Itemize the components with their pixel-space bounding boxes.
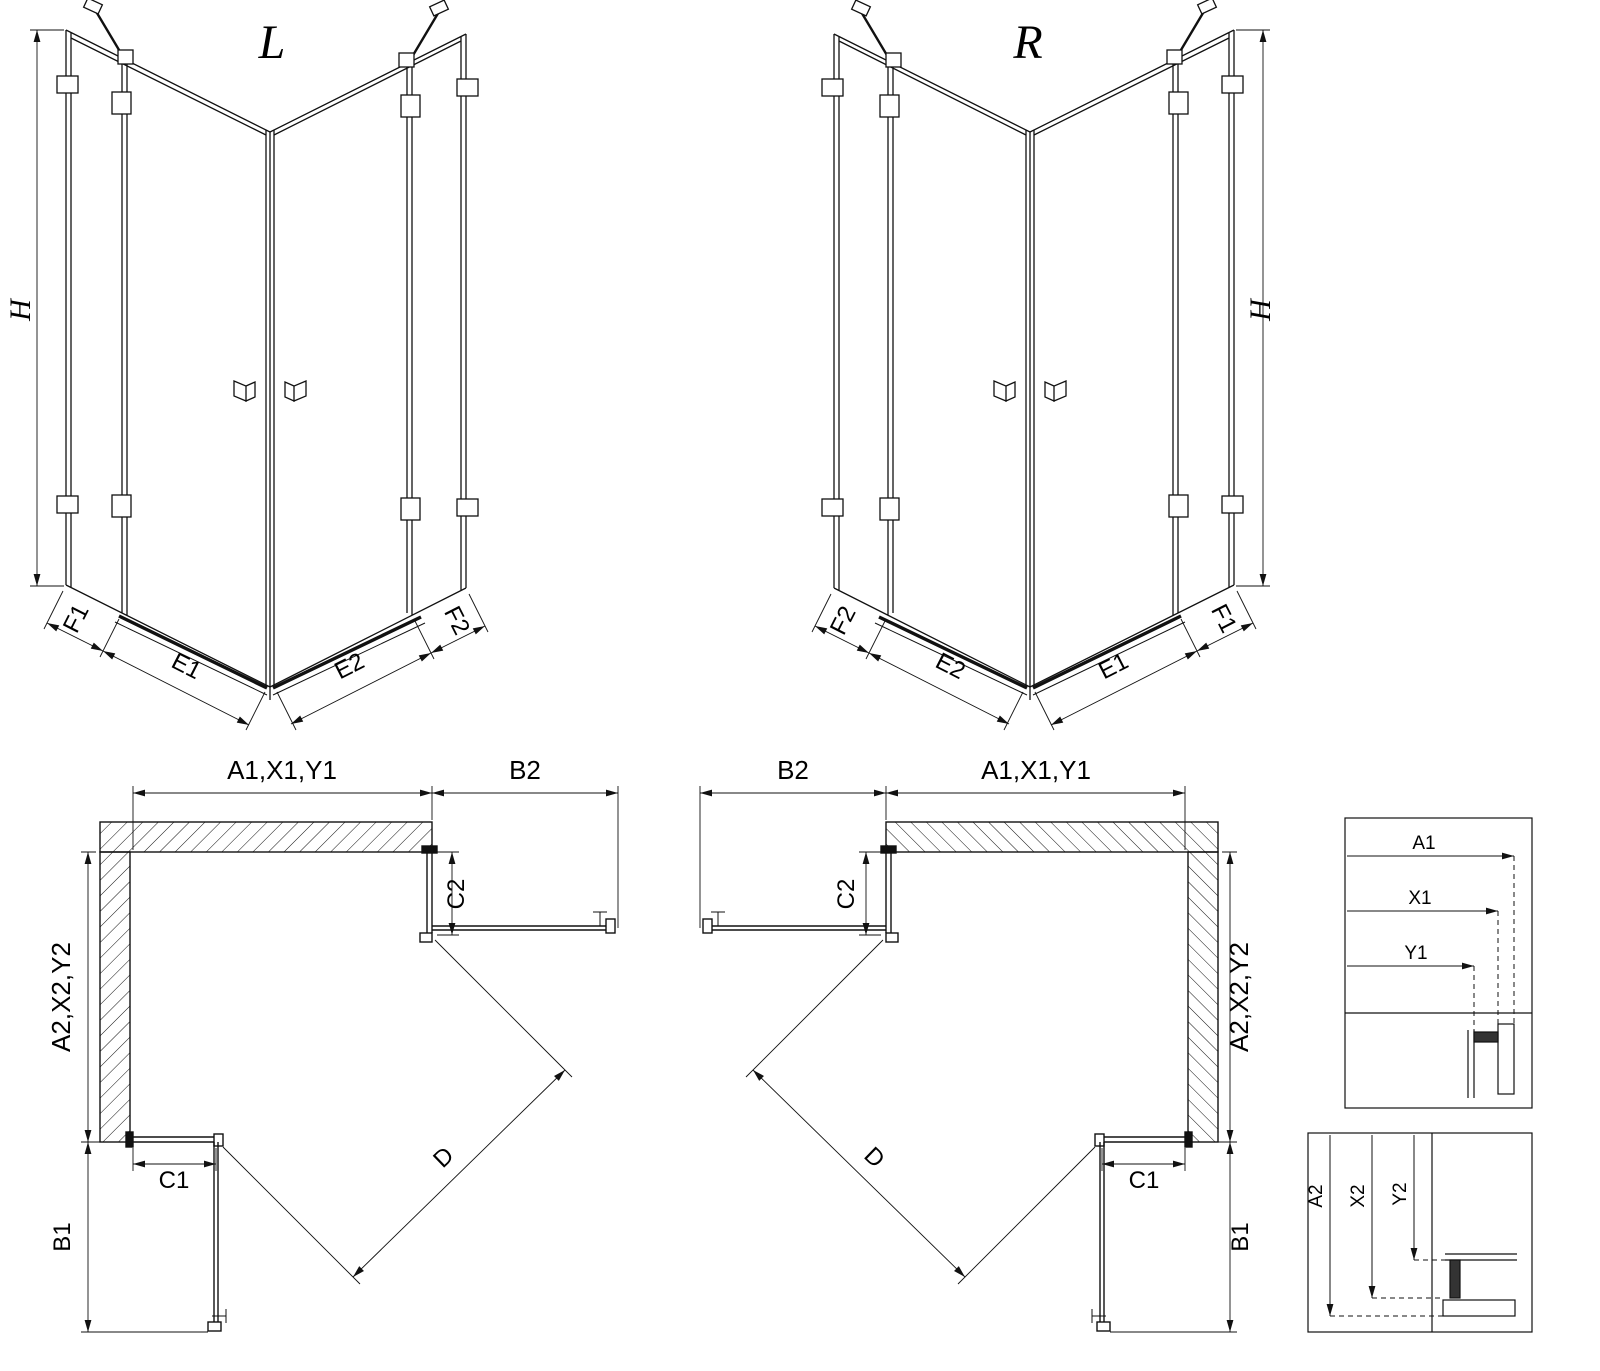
dim-label-a2x2y2-left: A2,X2,Y2 [46,942,76,1052]
detail-label-a1: A1 [1412,833,1435,854]
detail-label-a2: A2 [1306,1184,1327,1207]
dim-label-c2-right: C2 [833,879,860,910]
dim-label-b1-left: B1 [49,1222,76,1251]
wall-profile-section [1442,1299,1516,1317]
detail-label-x1: X1 [1408,888,1431,909]
dim-label-c1-right: C1 [1129,1167,1160,1194]
dim-label-a2x2y2-right: A2,X2,Y2 [1224,942,1254,1052]
dim-label-b1-right: B1 [1227,1222,1254,1251]
dim-label-c2-left: C2 [443,879,470,910]
dimension-detail-boxes [1307,817,1533,1333]
dim-label-a1x1y1-left: A1,X1,Y1 [227,755,337,785]
wall-profile-section [1497,1023,1515,1095]
variant-label-left: L [258,16,286,69]
dim-label-b2-left: B2 [509,755,541,785]
detail-box-bottom [1307,1132,1533,1333]
dim-label-c1-left: C1 [159,1167,190,1194]
variant-label-right: R [1012,16,1042,69]
dim-label-h-right: H [1244,297,1277,322]
detail-label-x2: X2 [1348,1184,1369,1207]
dim-label-a1x1y1-right: A1,X1,Y1 [981,755,1091,785]
detail-label-y1: Y1 [1404,943,1427,964]
dim-label-h-left: H [4,297,37,322]
detail-label-y2: Y2 [1390,1182,1411,1205]
dim-label-b2-right: B2 [777,755,809,785]
detail-box-top [1344,817,1533,1109]
